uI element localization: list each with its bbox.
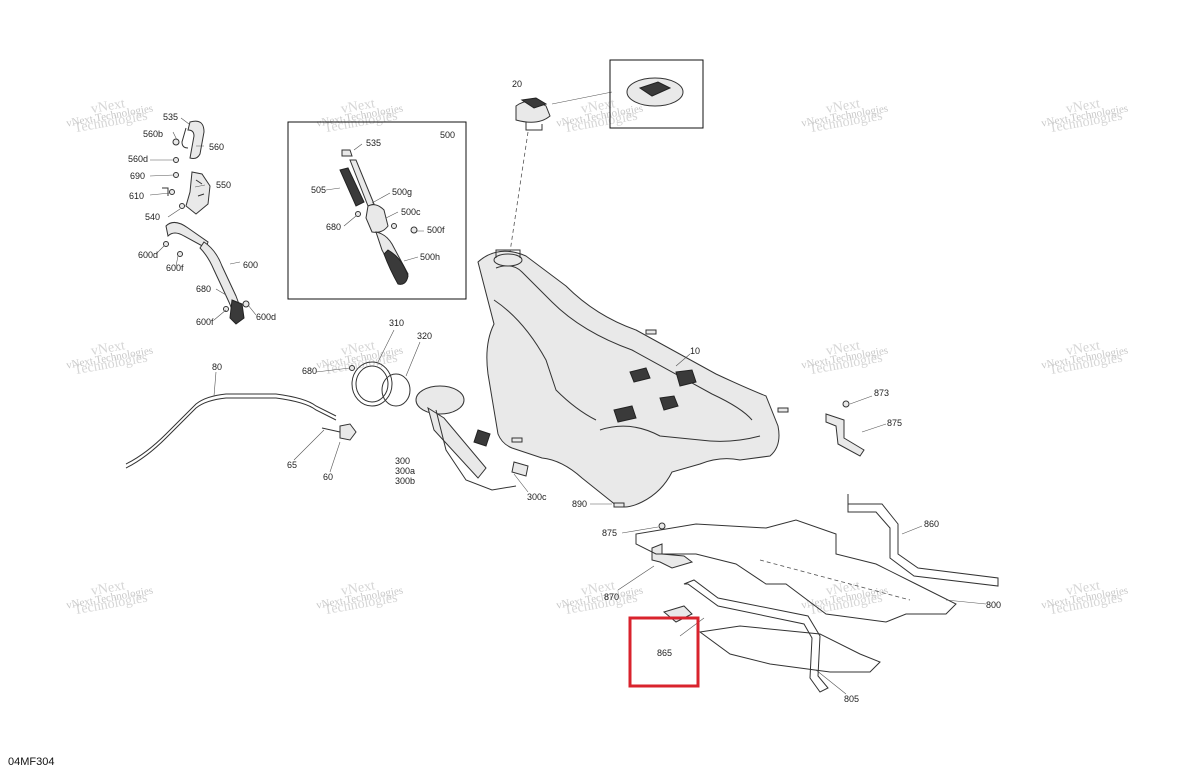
callout-500g: 500g [392, 187, 412, 197]
callout-875: 875 [602, 528, 617, 538]
callout-535: 535 [163, 112, 178, 122]
cap-inset [609, 59, 704, 129]
diagram-code-label: 04MF304 [8, 756, 55, 768]
callout-310: 310 [389, 318, 404, 328]
callout-10: 10 [690, 346, 700, 356]
callout-600f: 600f [196, 317, 214, 327]
vent-line [125, 371, 357, 473]
watermark-line1: vNext [90, 338, 126, 359]
callout-535: 535 [366, 138, 381, 148]
callout-600f: 600f [166, 263, 184, 273]
tank-straps [662, 494, 999, 695]
watermark-line1: vNext [580, 96, 616, 117]
callout-560b: 560b [143, 129, 163, 139]
callout-805: 805 [844, 694, 859, 704]
watermark-line1: vNext [90, 578, 126, 599]
filler-neck-assembly [149, 117, 257, 325]
callout-20: 20 [512, 79, 522, 89]
callout-860: 860 [924, 519, 939, 529]
callout-500c: 500c [401, 207, 421, 217]
callout-80: 80 [212, 362, 222, 372]
callout-500: 500 [440, 130, 455, 140]
callout-890: 890 [572, 499, 587, 509]
callout-500f: 500f [427, 225, 445, 235]
callout-300: 300 [395, 456, 410, 466]
watermark-line1: vNext [340, 338, 376, 359]
callout-labels: 535 560b 560 560d 690 550 610 540 600d 6… [128, 79, 1001, 704]
watermark-line1: vNext [580, 578, 616, 599]
callout-550: 550 [216, 180, 231, 190]
callout-680: 680 [326, 222, 341, 232]
callout-600d: 600d [138, 250, 158, 260]
callout-505: 505 [311, 185, 326, 195]
watermark-line1: vNext [825, 338, 861, 359]
watermark-line1: vNext [825, 578, 861, 599]
callout-320: 320 [417, 331, 432, 341]
watermark-line1: vNext [340, 578, 376, 599]
callout-300b: 300b [395, 476, 415, 486]
callout-690: 690 [130, 171, 145, 181]
pump-assembly [315, 329, 529, 493]
callout-600d: 600d [256, 312, 276, 322]
pump-detail-box [287, 121, 467, 300]
watermark-line1: vNext [825, 96, 861, 117]
callout-873: 873 [874, 388, 889, 398]
watermark-line1: vNext [340, 96, 376, 117]
watermark-line1: vNext [1065, 338, 1101, 359]
fuel-tank [477, 249, 789, 508]
callout-65: 65 [287, 460, 297, 470]
callout-560d: 560d [128, 154, 148, 164]
highlight-box-865 [628, 616, 700, 688]
callout-875: 875 [887, 418, 902, 428]
callout-680: 680 [196, 284, 211, 294]
callout-540: 540 [145, 212, 160, 222]
fuel-cap [509, 91, 613, 253]
callout-560: 560 [209, 142, 224, 152]
callout-800: 800 [986, 600, 1001, 610]
callout-60: 60 [323, 472, 333, 482]
callout-600: 600 [243, 260, 258, 270]
callout-870: 870 [604, 592, 619, 602]
callout-680: 680 [302, 366, 317, 376]
watermark-line1: vNext [1065, 578, 1101, 599]
callout-865: 865 [657, 648, 672, 658]
watermark-line1: vNext [90, 96, 126, 117]
tank-brackets [590, 395, 887, 591]
callout-500h: 500h [420, 252, 440, 262]
callout-300a: 300a [395, 466, 415, 476]
callout-610: 610 [129, 191, 144, 201]
callout-300c: 300c [527, 492, 547, 502]
skid-plate [635, 519, 987, 673]
watermark-line1: vNext [1065, 96, 1101, 117]
